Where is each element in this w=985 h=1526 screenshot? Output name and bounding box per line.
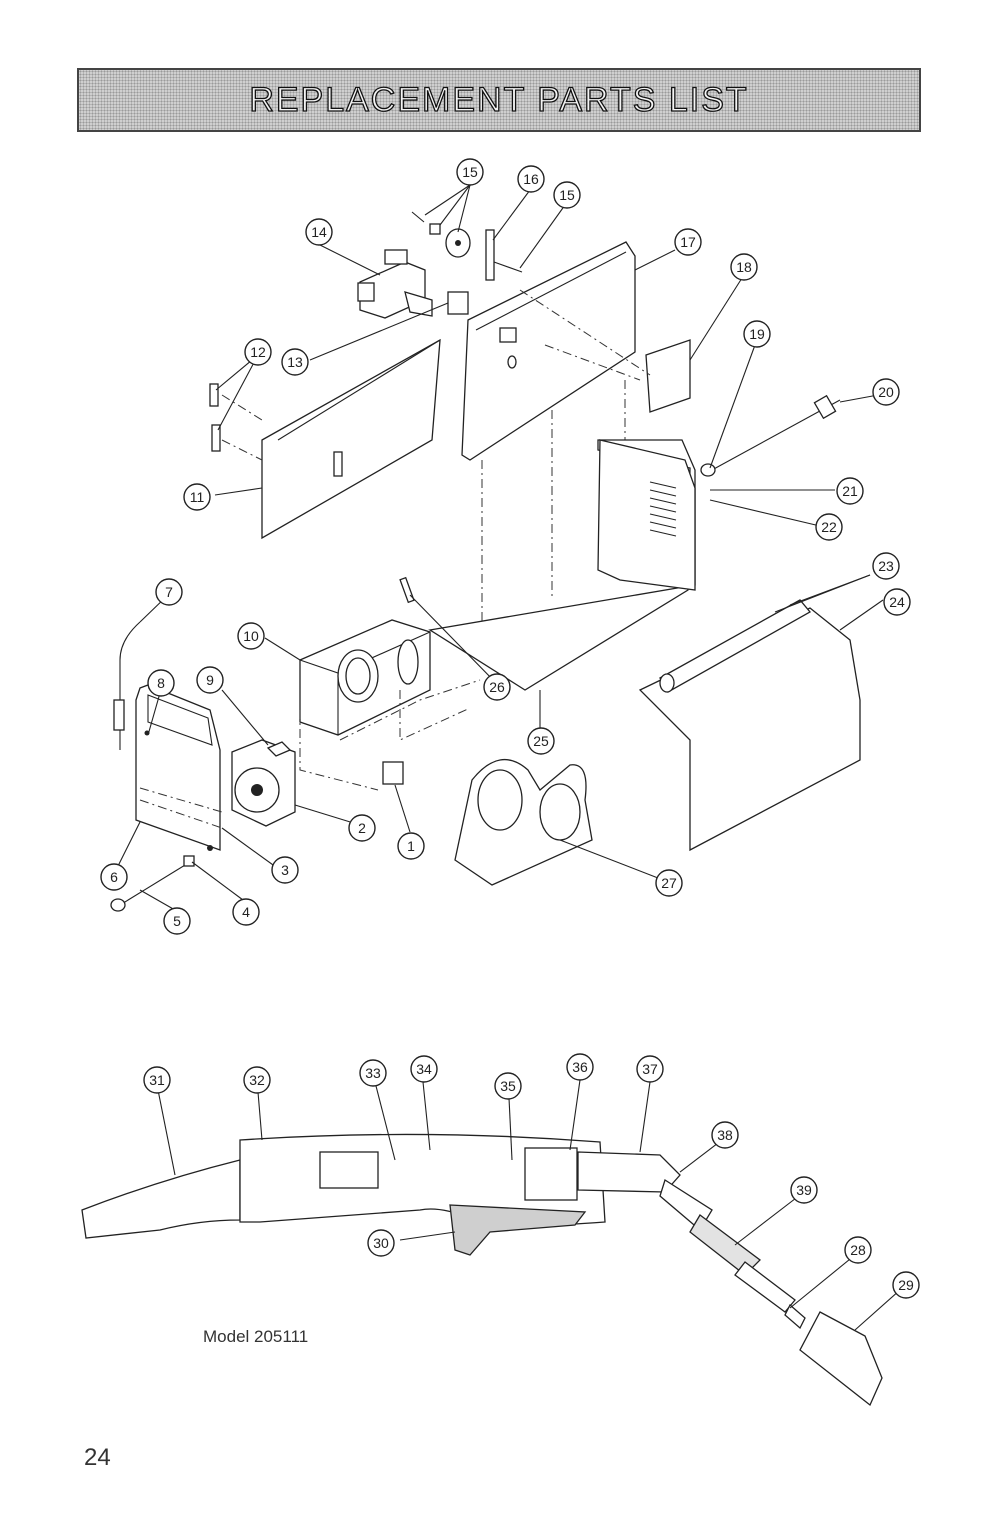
svg-text:29: 29 bbox=[898, 1277, 914, 1293]
svg-text:23: 23 bbox=[878, 558, 894, 574]
svg-text:1: 1 bbox=[407, 838, 415, 854]
svg-text:15: 15 bbox=[559, 187, 575, 203]
transformer bbox=[300, 578, 430, 735]
callout-38: 38 bbox=[712, 1122, 738, 1148]
svg-text:18: 18 bbox=[736, 259, 752, 275]
svg-text:6: 6 bbox=[110, 869, 118, 885]
callout-4: 4 bbox=[233, 899, 259, 925]
callout-7: 7 bbox=[156, 579, 182, 605]
callout-31: 31 bbox=[144, 1067, 170, 1093]
callout-34: 34 bbox=[411, 1056, 437, 1082]
callout-24: 24 bbox=[884, 589, 910, 615]
callout-10: 10 bbox=[238, 623, 264, 649]
callout-14: 14 bbox=[306, 219, 332, 245]
svg-text:20: 20 bbox=[878, 384, 894, 400]
callout-9: 9 bbox=[197, 667, 223, 693]
callout-36: 36 bbox=[567, 1054, 593, 1080]
callout-29: 29 bbox=[893, 1272, 919, 1298]
svg-text:35: 35 bbox=[500, 1078, 516, 1094]
spool-stand bbox=[455, 760, 592, 885]
svg-text:9: 9 bbox=[206, 672, 214, 688]
svg-text:17: 17 bbox=[680, 234, 696, 250]
callout-15a: 15 bbox=[457, 159, 483, 185]
callout-5: 5 bbox=[164, 908, 190, 934]
callout-3: 3 bbox=[272, 857, 298, 883]
svg-text:15: 15 bbox=[462, 164, 478, 180]
callout-20: 20 bbox=[873, 379, 899, 405]
callout-11: 11 bbox=[184, 484, 210, 510]
svg-text:27: 27 bbox=[661, 875, 677, 891]
callout-18: 18 bbox=[731, 254, 757, 280]
svg-text:25: 25 bbox=[533, 733, 549, 749]
svg-text:4: 4 bbox=[242, 904, 250, 920]
callout-37: 37 bbox=[637, 1056, 663, 1082]
svg-text:19: 19 bbox=[749, 326, 765, 342]
svg-text:22: 22 bbox=[821, 519, 837, 535]
base-enclosure bbox=[430, 440, 695, 690]
callout-12: 12 bbox=[245, 339, 271, 365]
svg-text:28: 28 bbox=[850, 1242, 866, 1258]
callout-26: 26 bbox=[484, 674, 510, 700]
fan bbox=[232, 740, 295, 826]
callout-27: 27 bbox=[656, 870, 682, 896]
rear-bracket bbox=[646, 340, 690, 412]
callout-15b: 15 bbox=[554, 182, 580, 208]
callout-6: 6 bbox=[101, 864, 127, 890]
svg-text:14: 14 bbox=[311, 224, 327, 240]
rectifier bbox=[383, 762, 403, 784]
svg-text:26: 26 bbox=[489, 679, 505, 695]
svg-text:2: 2 bbox=[358, 820, 366, 836]
callout-32: 32 bbox=[244, 1067, 270, 1093]
svg-text:10: 10 bbox=[243, 628, 259, 644]
svg-text:24: 24 bbox=[889, 594, 905, 610]
svg-text:12: 12 bbox=[250, 344, 266, 360]
svg-text:11: 11 bbox=[190, 489, 205, 505]
callout-25: 25 bbox=[528, 728, 554, 754]
svg-text:21: 21 bbox=[842, 483, 858, 499]
callout-17: 17 bbox=[675, 229, 701, 255]
front-panel bbox=[136, 685, 222, 851]
svg-text:3: 3 bbox=[281, 862, 289, 878]
svg-text:16: 16 bbox=[523, 171, 539, 187]
callout-19: 19 bbox=[744, 321, 770, 347]
svg-text:13: 13 bbox=[287, 354, 303, 370]
callout-23: 23 bbox=[873, 553, 899, 579]
callout-2: 2 bbox=[349, 815, 375, 841]
callout-1: 1 bbox=[398, 833, 424, 859]
svg-text:30: 30 bbox=[373, 1235, 389, 1251]
wire-drive-motor bbox=[358, 250, 432, 318]
svg-text:37: 37 bbox=[642, 1061, 658, 1077]
callout-8: 8 bbox=[148, 670, 174, 696]
callout-28: 28 bbox=[845, 1237, 871, 1263]
svg-text:5: 5 bbox=[173, 913, 181, 929]
page-number: 24 bbox=[84, 1444, 111, 1472]
svg-text:34: 34 bbox=[416, 1061, 432, 1077]
svg-text:33: 33 bbox=[365, 1065, 381, 1081]
callout-21: 21 bbox=[837, 478, 863, 504]
right-cover bbox=[640, 600, 860, 850]
model-label: Model 205111 bbox=[203, 1327, 308, 1347]
callout-33: 33 bbox=[360, 1060, 386, 1086]
svg-text:8: 8 bbox=[157, 675, 165, 691]
svg-text:31: 31 bbox=[149, 1072, 165, 1088]
svg-text:39: 39 bbox=[796, 1182, 812, 1198]
callout-22: 22 bbox=[816, 514, 842, 540]
svg-text:38: 38 bbox=[717, 1127, 733, 1143]
callout-16: 16 bbox=[518, 166, 544, 192]
svg-text:32: 32 bbox=[249, 1072, 265, 1088]
callout-30: 30 bbox=[368, 1230, 394, 1256]
svg-text:36: 36 bbox=[572, 1059, 588, 1075]
callout-13: 13 bbox=[282, 349, 308, 375]
welding-gun bbox=[82, 1134, 882, 1405]
callout-39: 39 bbox=[791, 1177, 817, 1203]
callout-35: 35 bbox=[495, 1073, 521, 1099]
svg-text:7: 7 bbox=[165, 584, 173, 600]
wire-spool-plate bbox=[448, 292, 468, 314]
